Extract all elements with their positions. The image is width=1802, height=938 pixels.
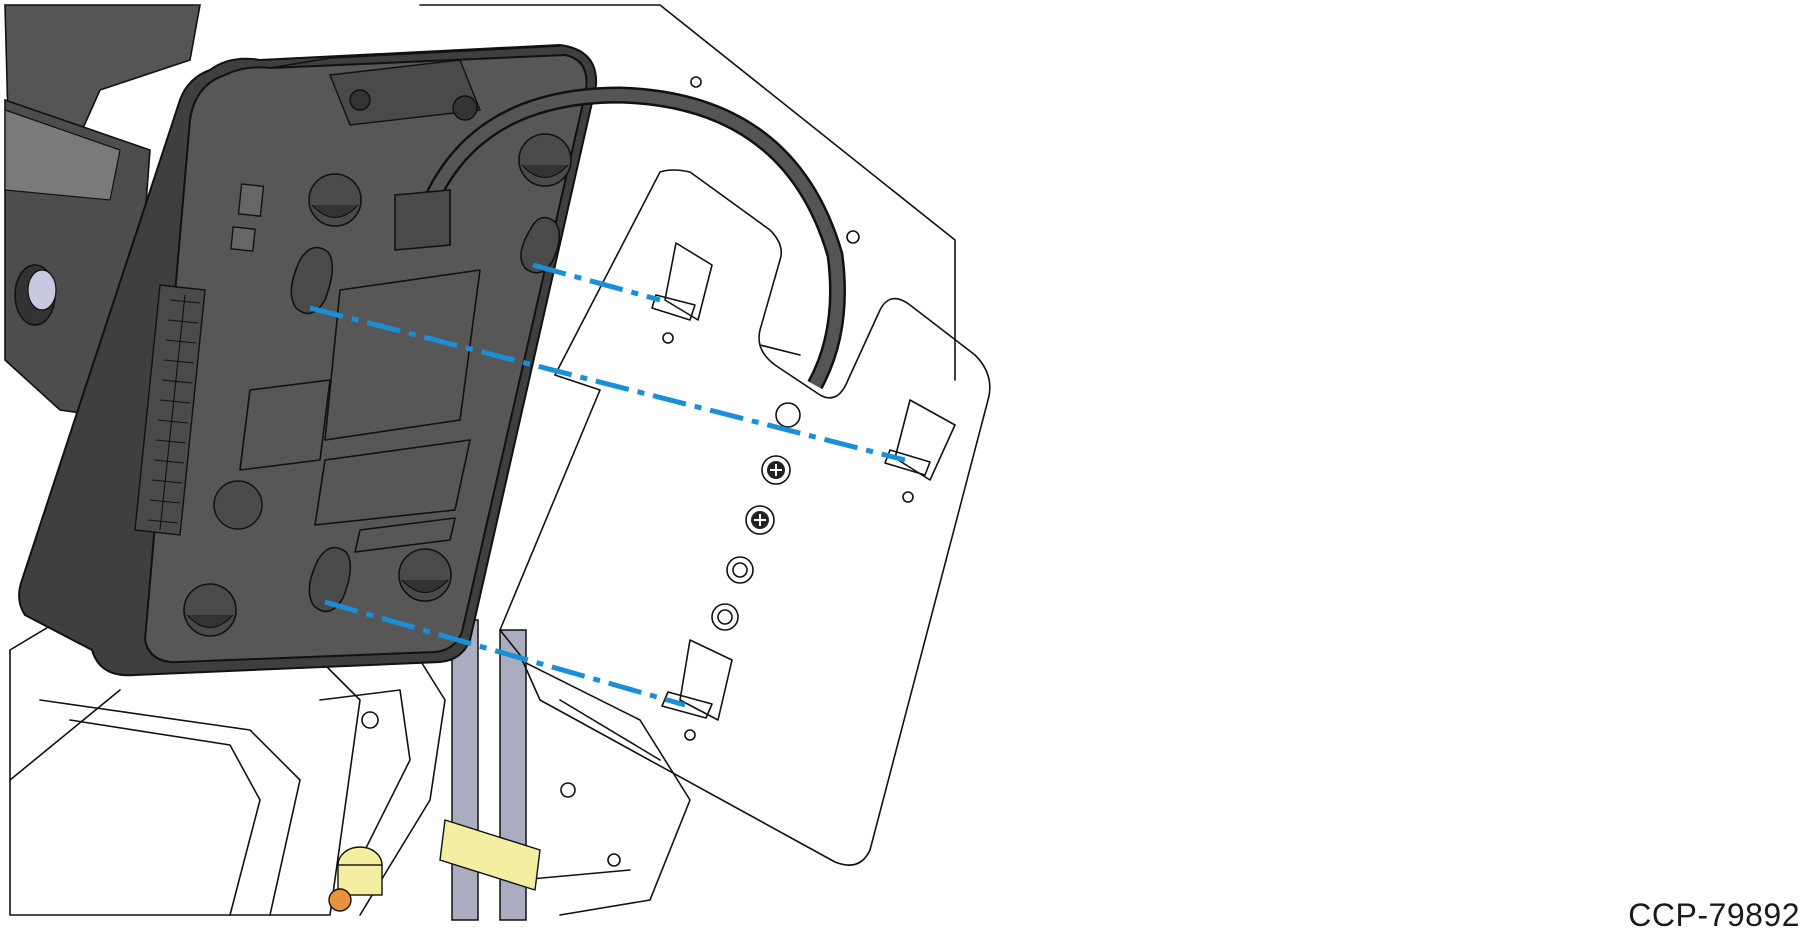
orange-knob-part (328, 888, 352, 912)
guide-line-lower (324, 599, 686, 708)
yellow-clip-part (337, 819, 541, 896)
device-cable (394, 86, 846, 390)
alignment-guides (309, 262, 906, 708)
back-wall-panel (419, 4, 956, 381)
figure-code-label: CCP-79892 (1628, 897, 1800, 933)
guide-line-middle (309, 305, 906, 463)
mounting-bracket-plate (499, 169, 991, 866)
lower-stand-assembly (9, 619, 691, 916)
guide-line-upper (532, 262, 661, 303)
payment-device (18, 43, 598, 677)
